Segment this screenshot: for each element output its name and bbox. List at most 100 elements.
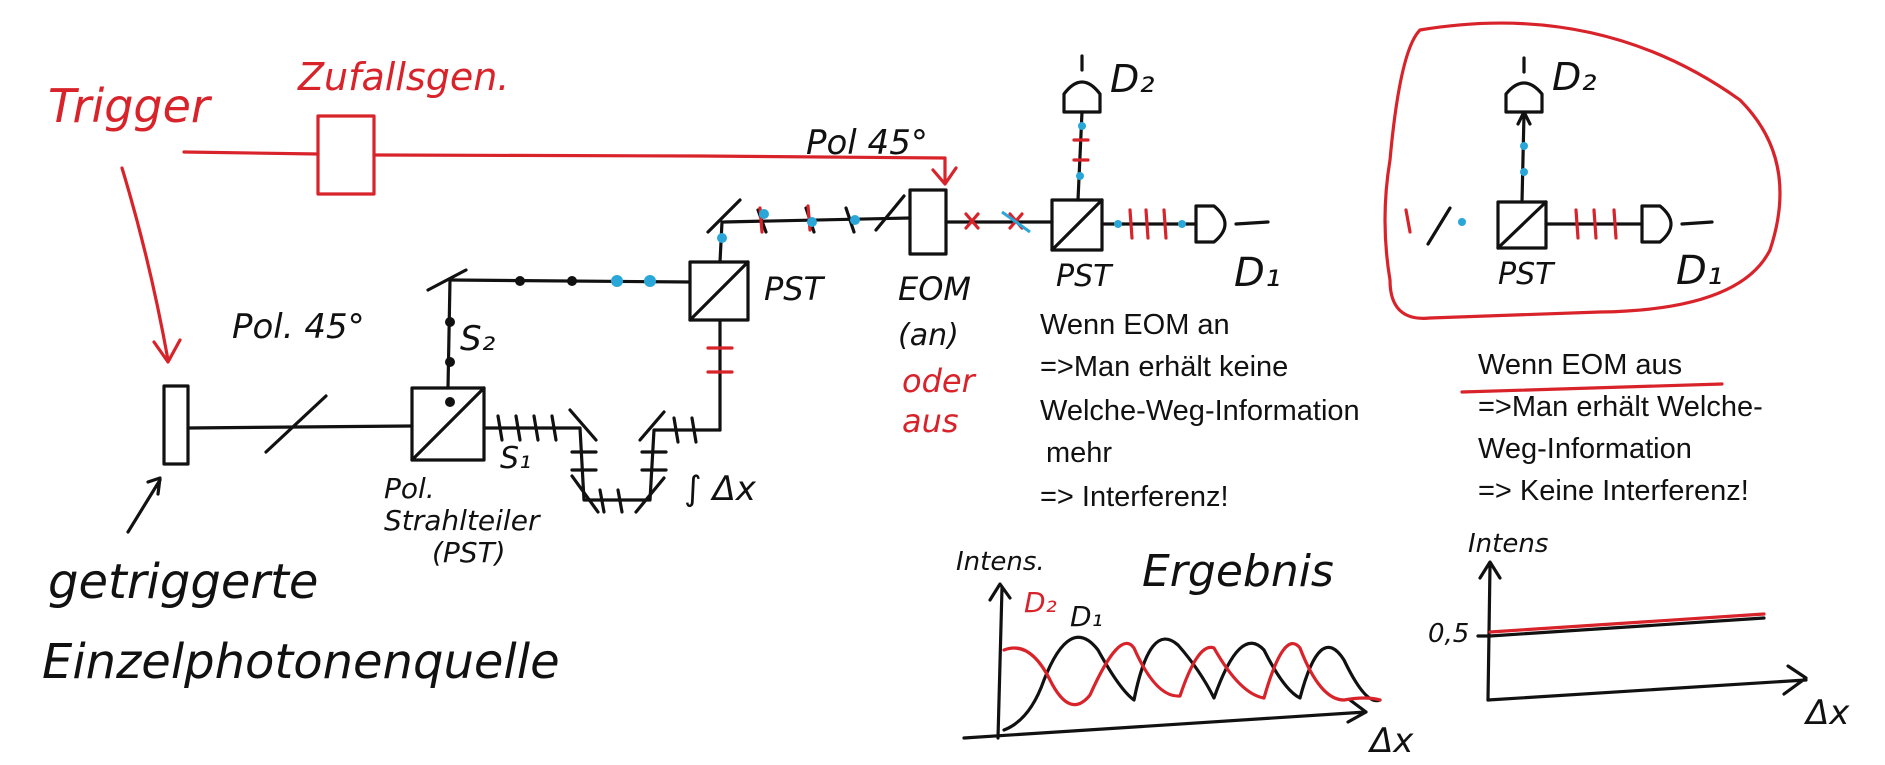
source-label-line1: getriggerte [48,554,318,610]
source-label-line2: Einzelphotonenquelle [42,634,560,690]
photon-dot-blue [759,209,769,219]
inset-d1-label: D₁ [1676,248,1723,294]
on-line3: Welche-Weg-Information [1040,395,1360,427]
photon-source: getriggerte Einzelphotonenquelle [42,384,560,690]
off-line4: => Keine Interferenz! [1478,475,1749,507]
photon-dot-blue [850,215,860,225]
eom-box [908,188,948,256]
random-generator-label: Zufallsgen. [297,55,509,99]
blue-diagonal-mark [1001,210,1031,234]
plot-on-legend-d1: D₁ [1070,600,1103,633]
detector-d1 [1194,204,1270,244]
plot-off-tick: 0,5 [1428,619,1469,649]
photon-dot-blue [611,275,623,287]
mirror-delay-4 [638,410,666,442]
off-underline [1460,382,1724,394]
inset-eom-off: PST D₂ D₁ [1383,21,1782,320]
photon-dot [445,397,455,407]
off-line1: Wenn EOM aus [1478,349,1682,381]
photon-dot [515,276,525,286]
trigger-to-source-line [120,166,170,362]
off-line3: Weg-Information [1478,433,1692,465]
red-polarization-ticks-vertical [706,346,734,374]
delta-x-label: ∫ Δx [684,469,757,509]
delay-polarization-ticks [570,416,698,514]
random-generator-box [316,114,376,196]
eom-label: EOM [898,270,971,308]
beam-paths: Pol. 45° Pol. Strahlteiler (PST) S₂ S₁ ∫… [186,54,1281,569]
photon-dot-blue [1458,218,1466,226]
beam-s2-vertical [446,278,452,390]
d2-red-ticks [1072,138,1090,162]
photon-dot-blue [644,275,656,287]
source-box [162,384,190,466]
inset-detector-d1 [1640,204,1714,244]
plot-on-xlabel: Δx [1367,721,1414,761]
photon-dot [445,317,455,327]
photon-dot [567,276,577,286]
beam-source-pbs [186,424,414,430]
plot-on-legend-d2: D₂ [1024,586,1057,619]
pbs-upper-label: PST [764,270,826,308]
plot-on-curve-d1 [1002,635,1382,732]
polarizer-45-left [264,394,328,454]
eom-on-label: (an) [898,318,959,353]
photon-dot-blue [1076,172,1084,180]
photon-dot-blue [807,217,817,227]
inset-d2-label: D₂ [1552,55,1597,99]
plot-off-x-axis [1486,664,1808,702]
plot-on-curve-d2 [1002,641,1382,707]
on-line1: Wenn EOM an [1040,309,1230,341]
s1-label: S₁ [500,441,531,476]
polarizer-45-top [874,194,906,232]
photon-dot-blue [1520,168,1528,176]
d1-label: D₁ [1234,250,1281,296]
pbs-upper-diagonal [688,260,750,322]
beam-s1-delay-loop [482,426,722,502]
inset-red-tick [1404,208,1412,234]
polarizer-top-label: Pol 45° [806,123,928,163]
photon-dot-blue [1520,142,1528,150]
trigger-to-source-arrow [152,338,182,364]
inset-outline [1383,21,1782,320]
pbs-left-label-line1: Pol. [384,472,435,505]
plot-off-ylabel: Intens [1468,529,1548,559]
inset-polarizer [1426,206,1452,246]
mirror-delay-3 [634,476,666,514]
mirror-delay-1 [568,408,598,442]
d2-label: D₂ [1110,57,1155,101]
source-pointer-arrow [126,476,162,534]
text-eom-off: Wenn EOM aus =>Man erhält Welche- Weg-In… [1460,349,1763,507]
eom-off-label: aus [902,402,959,440]
inset-pst-label: PST [1498,257,1556,292]
polarizer-left-label: Pol. 45° [232,307,365,347]
on-line4: mehr [1046,437,1112,469]
s1-polarization-ticks [496,414,558,442]
trigger-line [182,150,947,182]
red-cross-marks [964,212,1024,230]
inset-beam-to-d2 [1520,112,1526,204]
plot-on-x-axis [962,698,1368,740]
pbs-left-label-line3: (PST) [432,536,506,569]
plot-on-ylabel: Intens. [956,547,1045,577]
photon-dot-blue [1114,220,1122,228]
plot-off-xlabel: Δx [1803,693,1850,733]
mirror-upper [706,198,742,234]
pbs-left-label-line2: Strahlteiler [384,504,541,537]
off-line2: =>Man erhält Welche- [1478,391,1763,423]
d1-red-ticks [1128,208,1168,240]
detector-d2 [1062,54,1102,114]
trigger-section: Trigger Zufallsgen. [48,55,958,364]
on-line2: =>Man erhält keine [1040,351,1288,383]
inset-detector-d2 [1504,56,1544,114]
trigger-to-eom-arrow [931,166,958,186]
eom-or-label: oder [902,362,977,400]
photon-dot-blue [1078,122,1086,130]
text-eom-on: Wenn EOM an =>Man erhält keine Welche-We… [1040,309,1360,513]
trigger-label: Trigger [48,79,213,133]
photon-dot-blue [717,233,727,243]
pbs-right-diagonal [1050,198,1104,252]
beam-to-eom [722,216,912,224]
plot-no-interference: Intens Δx 0,5 [1428,529,1850,733]
